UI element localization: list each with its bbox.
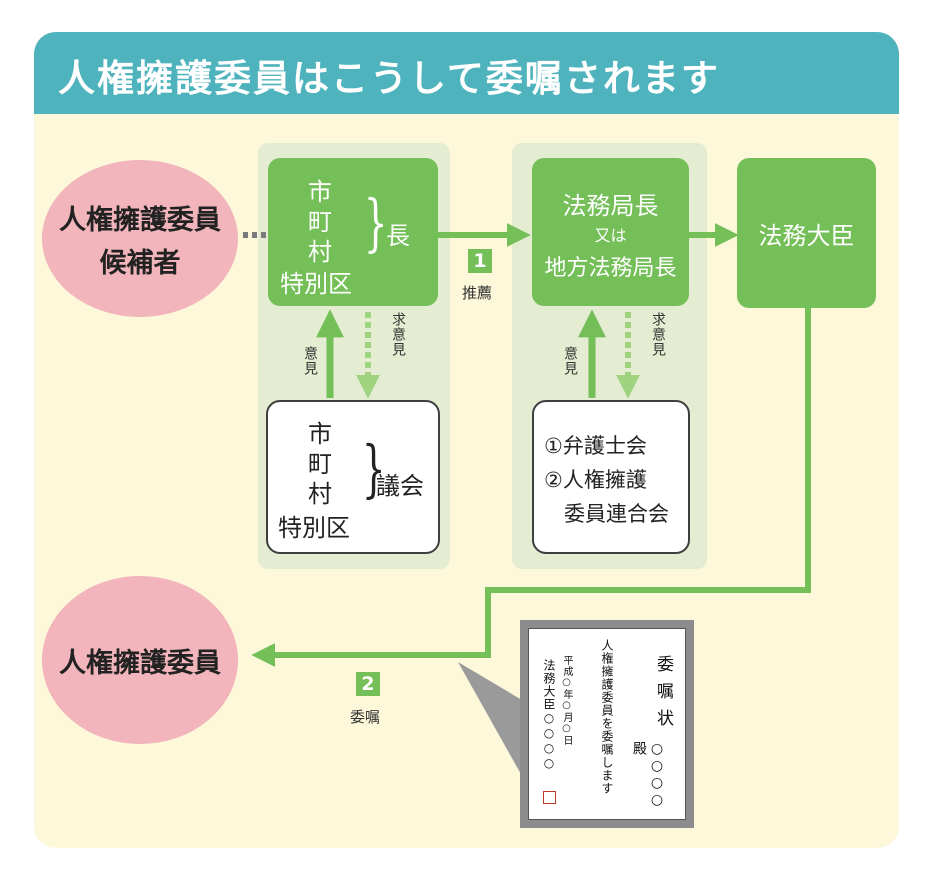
- step2-label: 委嘱: [350, 708, 381, 726]
- mayor-box: 市 町 村 特別区 } 長: [268, 158, 438, 306]
- mayor-suffix: 長: [386, 222, 410, 250]
- mayor-brace: }: [363, 186, 388, 259]
- federation-label-line1: ②人権擁護: [544, 468, 647, 492]
- commissioner-circle: 人権擁護委員: [42, 576, 238, 744]
- federation-label-line2: 委員連合会: [564, 502, 669, 526]
- candidate-sub-label: 候補者: [99, 247, 181, 279]
- bar-association-box: ①弁護士会 ②人権擁護 委員連合会: [532, 400, 690, 554]
- justice-minister-label: 法務大臣: [758, 221, 855, 250]
- municipal-ask-opinion-label: 求意見: [390, 312, 406, 357]
- candidate-circle: 人権擁護委員 候補者: [42, 160, 238, 317]
- diagram-title: 人権擁護委員はこうして委嘱されます: [58, 57, 720, 100]
- certificate-name-marks: ○○○○殿: [631, 741, 665, 809]
- step1-label: 推薦: [462, 284, 493, 302]
- legal-bureau-box: 法務局長 又は 地方法務局長: [532, 158, 689, 306]
- council-village: 村: [308, 480, 332, 508]
- justice-minister-box: 法務大臣: [737, 158, 876, 308]
- bureau-opinion-label: 意見: [562, 346, 578, 376]
- bar-association-label: ①弁護士会: [544, 434, 647, 458]
- mayor-village: 村: [308, 238, 332, 266]
- council-town: 町: [308, 450, 332, 478]
- step1-badge: 1: [468, 249, 492, 273]
- certificate-heading: 委嘱状: [653, 655, 673, 736]
- appoint-arrow: [251, 306, 811, 667]
- bureau-ask-opinion-label: 求意見: [650, 312, 666, 357]
- candidate-label: 人権擁護委員: [59, 204, 221, 236]
- certificate-seal: [543, 791, 556, 804]
- council-ward: 特別区: [278, 514, 350, 542]
- mayor-town: 町: [308, 208, 332, 236]
- district-bureau-label: 地方法務局長: [544, 256, 677, 281]
- certificate-date: 平成○年○月○日: [561, 655, 572, 746]
- council-suffix: 議会: [376, 472, 424, 500]
- bureau-chief-label: 法務局長: [562, 192, 659, 220]
- mayor-city: 市: [308, 178, 332, 206]
- bureau-or-label: 又は: [594, 226, 627, 245]
- title-bar: [34, 32, 899, 114]
- council-box: 市 町 村 特別区 } 議会: [266, 400, 440, 554]
- certificate-frame: 委嘱状 ○○○○殿 人権擁護委員を委嘱します 平成○年○月○日 法務大臣○○○○: [520, 620, 694, 828]
- certificate-paper: 委嘱状 ○○○○殿 人権擁護委員を委嘱します 平成○年○月○日 法務大臣○○○○: [528, 628, 686, 820]
- mayor-ward: 特別区: [280, 270, 352, 298]
- certificate-callout: [458, 662, 522, 776]
- certificate-signer: 法務大臣○○○○: [542, 659, 556, 771]
- council-brace: }: [361, 432, 386, 505]
- commissioner-label: 人権擁護委員: [59, 647, 221, 679]
- council-city: 市: [308, 420, 332, 448]
- certificate-body: 人権擁護委員を委嘱します: [600, 639, 614, 795]
- municipal-opinion-label: 意見: [302, 346, 318, 376]
- step2-badge: 2: [356, 672, 380, 696]
